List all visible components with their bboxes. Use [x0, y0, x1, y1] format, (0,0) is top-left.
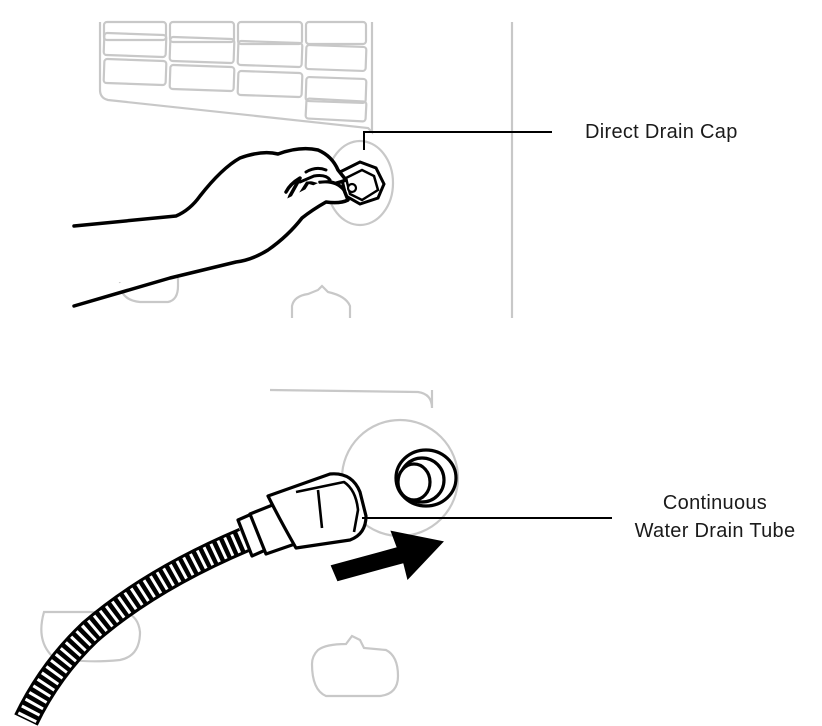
drain-tube-icon: [14, 528, 250, 726]
drain-outlet-icon: [394, 448, 458, 508]
drain-tube-label-line2: Water Drain Tube: [634, 520, 796, 542]
continuous-water-drain-tube-label: Continuous Water Drain Tube: [622, 489, 808, 545]
bottom-panel: [14, 388, 612, 726]
drain-tube-label-line1: Continuous: [662, 492, 768, 514]
unit-foot-left: [40, 610, 142, 663]
hand-icon: [72, 146, 350, 308]
drain-cap-leader-line: [363, 131, 552, 150]
unit-foot-right: [310, 634, 400, 698]
tube-connector-icon: [236, 472, 368, 558]
direct-drain-cap-label: Direct Drain Cap: [585, 121, 738, 143]
unit-grille: [98, 20, 374, 135]
unit-foot-right: [290, 284, 352, 318]
unit-base-outline: [269, 388, 434, 409]
insert-direction-arrow: [330, 530, 444, 582]
top-panel: [72, 20, 552, 318]
